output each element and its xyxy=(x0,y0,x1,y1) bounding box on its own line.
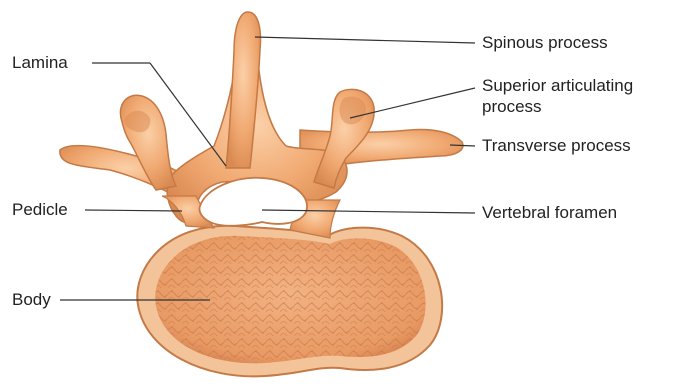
label-body: Body xyxy=(12,290,51,310)
label-lamina: Lamina xyxy=(12,53,68,73)
label-vertebral-foramen: Vertebral foramen xyxy=(482,203,617,223)
label-superior-articulating-line2: process xyxy=(482,97,542,117)
label-superior-articulating-line1: Superior articulating xyxy=(482,76,633,96)
leader-line-spinous xyxy=(255,37,475,43)
label-transverse-process: Transverse process xyxy=(482,136,631,156)
label-spinous-process: Spinous process xyxy=(482,33,608,53)
leader-line-pedicle xyxy=(85,210,182,211)
vertebral-body xyxy=(137,226,442,377)
vertebral-foramen xyxy=(199,178,307,226)
label-pedicle: Pedicle xyxy=(12,200,68,220)
